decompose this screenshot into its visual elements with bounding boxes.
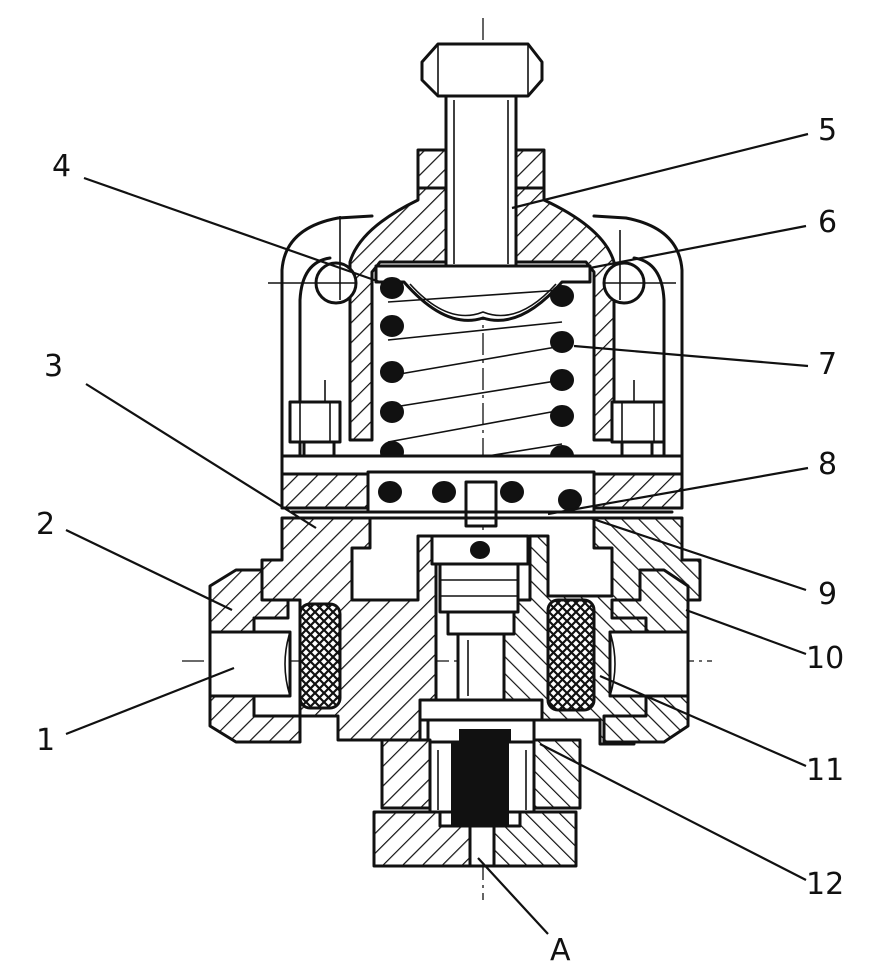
- bonnet-flange: [280, 454, 684, 510]
- leader-10: [685, 608, 807, 656]
- leader-11: [599, 674, 807, 768]
- callout-8: 8: [818, 447, 837, 482]
- leader-3: [85, 383, 317, 529]
- inlet-fitting: [208, 568, 302, 744]
- callout-7: 7: [818, 347, 837, 382]
- leader-12: [539, 743, 807, 881]
- callout-3: 3: [44, 349, 63, 384]
- leader-7: [573, 344, 809, 368]
- callout-1: 1: [36, 723, 55, 758]
- leader-4: [83, 176, 381, 284]
- leader-5: [511, 132, 809, 210]
- callout-12: 12: [806, 867, 844, 902]
- inlet-filter: [298, 602, 342, 710]
- callout-4: 4: [52, 149, 71, 184]
- leader-6: [589, 224, 807, 270]
- callout-2: 2: [36, 507, 55, 542]
- drain-plug: [372, 740, 578, 868]
- outlet-filter: [546, 598, 596, 712]
- pin-hole-left: [268, 216, 358, 305]
- lock-nut: [416, 148, 546, 190]
- leader-A: [477, 857, 549, 935]
- callout-10: 10: [806, 641, 844, 676]
- leader-8: [547, 466, 809, 516]
- leader-lines: [65, 132, 809, 935]
- callout-A: A: [550, 933, 571, 968]
- callout-9: 9: [818, 577, 837, 612]
- pin-hole-right: [602, 230, 676, 305]
- leader-2: [65, 529, 233, 611]
- leader-1: [65, 666, 235, 736]
- callout-5: 5: [818, 113, 837, 148]
- valve-seat: [380, 698, 582, 810]
- callout-11: 11: [806, 753, 844, 788]
- callout-6: 6: [818, 205, 837, 240]
- leader-9: [589, 516, 807, 592]
